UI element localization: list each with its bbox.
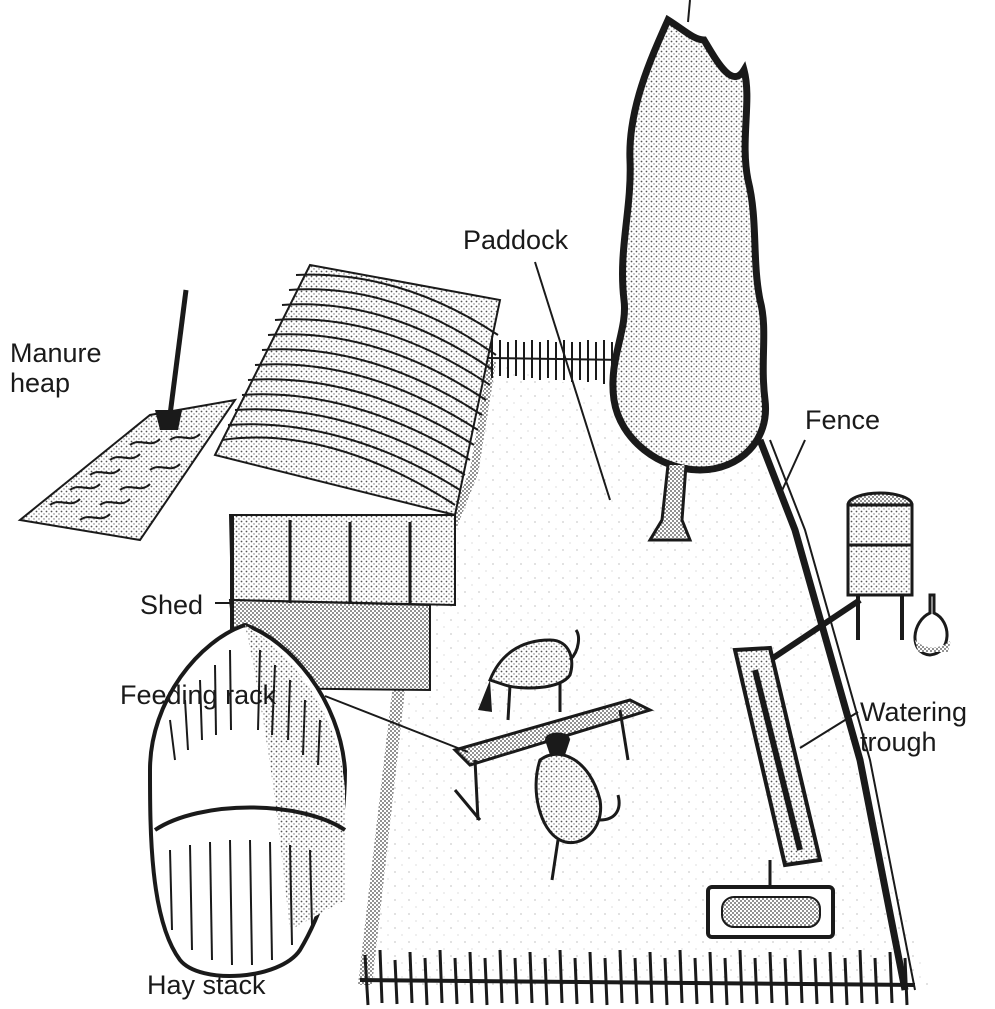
label-manure-heap: Manure heap (10, 338, 102, 398)
label-paddock-text: Paddock (463, 225, 568, 255)
label-hay-stack-text: Hay stack (147, 970, 266, 1000)
label-fence-text: Fence (805, 405, 880, 435)
leader-fence (780, 440, 805, 495)
manure-heap (20, 290, 235, 540)
label-watering-trough: Watering trough (860, 697, 967, 757)
water-jug (915, 595, 951, 655)
label-manure-heap-line2: heap (10, 368, 102, 398)
label-hay-stack: Hay stack (147, 970, 266, 1000)
label-fence: Fence (805, 405, 880, 435)
label-watering-trough-line2: trough (860, 727, 967, 757)
feed-tray (708, 887, 833, 937)
label-feeding-rack-text: Feeding rack (120, 680, 276, 710)
label-paddock: Paddock (463, 225, 568, 255)
label-manure-heap-line1: Manure (10, 338, 102, 368)
label-shed: Shed (140, 590, 203, 620)
label-shed-text: Shed (140, 590, 203, 620)
label-watering-trough-line1: Watering (860, 697, 967, 727)
label-feeding-rack: Feeding rack (120, 680, 276, 710)
